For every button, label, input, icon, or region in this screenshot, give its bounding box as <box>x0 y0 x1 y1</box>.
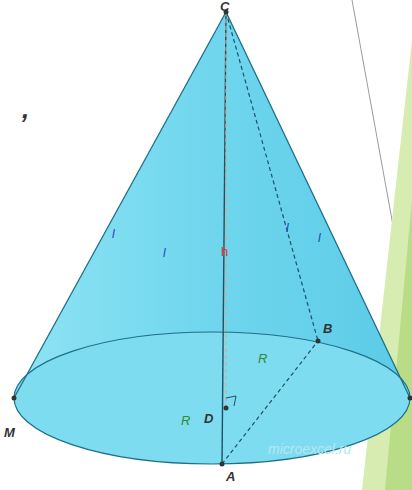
height-line <box>225 12 226 408</box>
radius-label: R <box>181 414 190 427</box>
point <box>12 396 17 401</box>
point-label: A <box>226 470 235 483</box>
slant-label: l <box>112 228 115 240</box>
point-label: C <box>220 0 229 13</box>
generatrix <box>222 12 226 464</box>
point <box>408 396 412 401</box>
generatrix <box>226 12 410 398</box>
cone-base <box>14 332 410 464</box>
right-angle-mark <box>226 396 236 406</box>
slant-label: l <box>318 232 321 244</box>
radius-label: R <box>258 352 267 365</box>
height-label: h <box>221 245 228 258</box>
point-label: B <box>323 322 332 335</box>
stray-punctuation: , <box>22 96 29 122</box>
watermark: microexcel.ru <box>268 442 351 456</box>
slant-label: l <box>286 222 289 234</box>
slant-label: l <box>163 247 166 259</box>
point <box>224 406 229 411</box>
point <box>316 339 321 344</box>
generatrix <box>14 12 226 398</box>
generatrix <box>226 12 318 341</box>
cone-surface <box>14 12 410 464</box>
slide-decoration <box>385 200 412 490</box>
point-label: D <box>204 412 213 425</box>
point-label: M <box>4 426 15 439</box>
point <box>220 462 225 467</box>
